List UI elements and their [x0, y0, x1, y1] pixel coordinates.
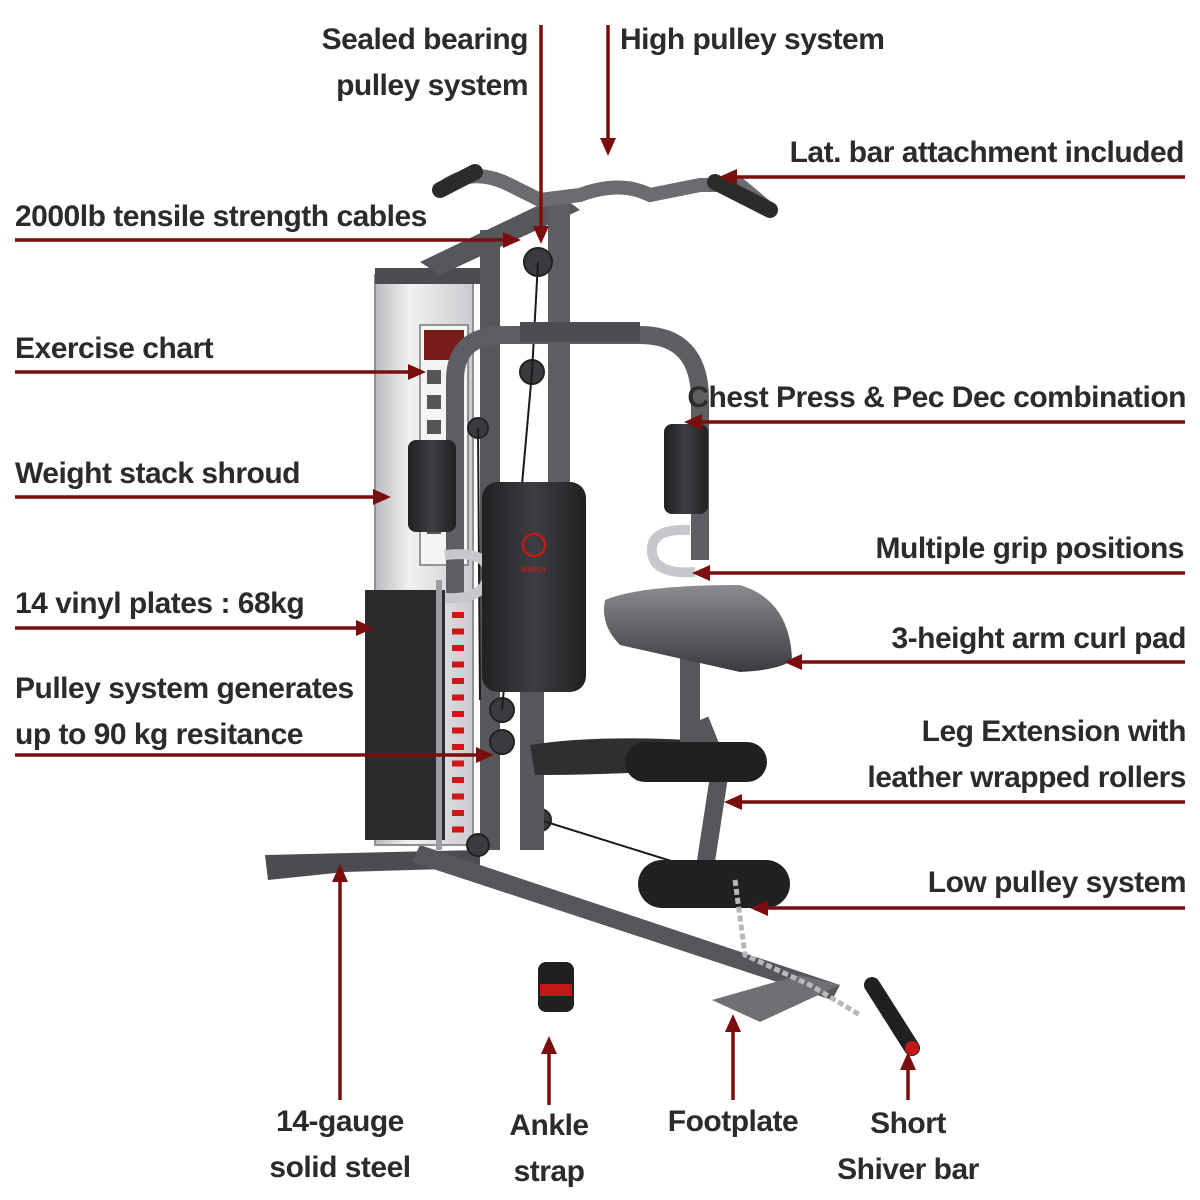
plate-mark [452, 645, 464, 651]
arrow-ankle-strap [541, 1036, 557, 1054]
arrow-vinyl-plates [356, 620, 374, 636]
home-gym-machine: MARCY [265, 164, 920, 1056]
lat-bar-grip-left [432, 164, 483, 198]
arrow-leg-extension [724, 794, 742, 810]
label-footplate: Footplate [667, 1105, 799, 1138]
plate-mark [452, 777, 464, 783]
footplate-shape [712, 975, 840, 1022]
label-weight-shroud: Weight stack shroud [15, 457, 301, 490]
label-vinyl-plates: 14 vinyl plates : 68kg [15, 587, 305, 620]
arrow-high-pulley [600, 138, 616, 156]
arrow-sealed-bearing [533, 226, 549, 244]
arrow-chest-press [684, 414, 702, 430]
main-base-rail [412, 845, 840, 1000]
arrow-low-pulley [750, 900, 768, 916]
vinyl-plates-stack [365, 590, 445, 840]
label-lat-bar: Lat. bar attachment included [789, 136, 1185, 169]
shroud-cap [375, 268, 485, 284]
press-arm-right [570, 326, 709, 560]
grip-handle-right [646, 524, 696, 578]
pec-pad-left [408, 440, 456, 532]
chain [732, 879, 862, 1018]
top-tower [548, 195, 570, 515]
shiver-bar-end-cap [905, 1041, 919, 1055]
arrow-tensile-cables [503, 232, 521, 248]
pec-pad-right [664, 424, 708, 514]
stack-guide-rod [436, 580, 442, 850]
label-chest-press: Chest Press & Pec Dec combination [687, 381, 1186, 414]
arrow-exercise-chart [408, 364, 426, 380]
plate-mark [452, 694, 464, 701]
plate-mark [452, 661, 464, 668]
arrow-lat-bar [719, 169, 737, 185]
arm-curl-pad [604, 585, 792, 672]
arrow-pulley-resistance [476, 747, 494, 763]
arrow-gauge-steel [332, 864, 348, 882]
ankle-strap-band [540, 984, 572, 996]
arrow-arm-curl [784, 654, 802, 670]
brand-logo [521, 532, 547, 558]
plate-mark [452, 612, 464, 618]
brand-mark-text: MARCY [521, 567, 547, 574]
plate-mark [452, 727, 464, 734]
plate-mark [452, 793, 464, 800]
press-arm-left [446, 326, 560, 600]
label-high-pulley: High pulley system [620, 23, 885, 56]
plate-mark [452, 711, 464, 717]
label-multiple-grip: Multiple grip positions [875, 532, 1185, 565]
upper-roller [625, 742, 767, 782]
arrow-weight-shroud [373, 489, 391, 505]
label-sealed-bearing: Sealed bearing pulley system [321, 23, 529, 102]
shiver-bar-shape [864, 977, 920, 1056]
label-leg-extension: Leg Extension with leather wrapped rolle… [867, 715, 1186, 794]
lat-bar-grip-right [707, 174, 778, 218]
lower-roller [638, 860, 790, 908]
label-ankle-strap: Ankle strap [509, 1109, 589, 1188]
press-arm-crossbar [520, 322, 640, 342]
label-tensile-cables: 2000lb tensile strength cables [15, 200, 427, 233]
label-exercise-chart: Exercise chart [15, 332, 214, 365]
plate-mark [452, 744, 464, 750]
label-arm-curl: 3-height arm curl pad [891, 622, 1186, 655]
label-gauge-steel: 14-gauge solid steel [269, 1105, 411, 1184]
back-pad [482, 482, 586, 692]
label-shiver-bar: Short Shiver bar [837, 1107, 979, 1186]
plate-mark [452, 628, 464, 635]
label-low-pulley: Low pulley system [927, 866, 1187, 899]
arrow-footplate [725, 1014, 741, 1032]
callout-leaders [15, 25, 1185, 1105]
plate-mark [452, 760, 464, 767]
plate-mark [452, 678, 464, 684]
plate-mark [452, 826, 464, 833]
arrow-shiver-bar [900, 1052, 916, 1070]
label-pulley-resistance: Pulley system generates up to 90 kg resi… [15, 672, 354, 751]
arrow-multiple-grip [692, 565, 710, 581]
plate-mark [452, 810, 464, 816]
plate-marks [452, 612, 464, 833]
